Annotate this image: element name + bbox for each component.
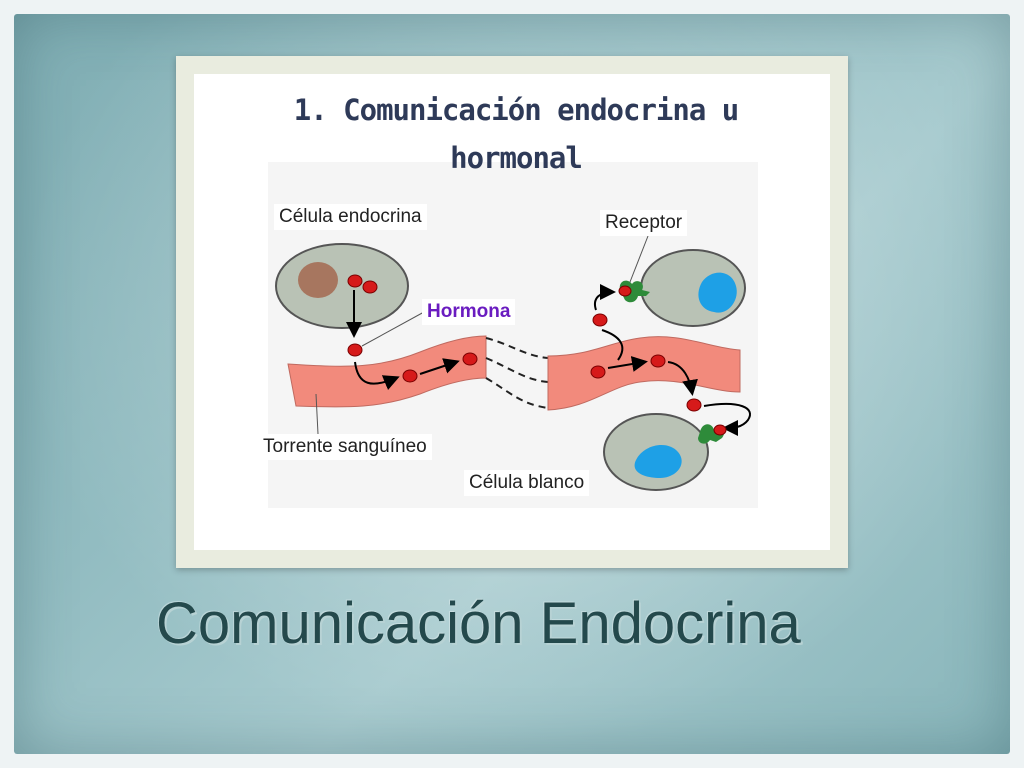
blood-vessel-left bbox=[287, 335, 487, 408]
leader-line-hormone bbox=[361, 311, 425, 347]
hormone-dot bbox=[347, 343, 363, 357]
vessel-dashed-top bbox=[485, 337, 549, 359]
target-nucleus bbox=[698, 272, 737, 313]
blood-vessel-right bbox=[547, 336, 741, 411]
hormone-dot bbox=[618, 285, 632, 297]
diagram-title: 1. Comunicación endocrina u hormonal bbox=[293, 93, 739, 175]
target-cell-bottom bbox=[603, 413, 727, 491]
hormone-dot bbox=[590, 365, 606, 379]
endocrine-cell bbox=[275, 243, 409, 329]
hormone-dot bbox=[686, 398, 702, 412]
label-target-cell: Célula blanco bbox=[464, 470, 590, 496]
exit-arrow-lower bbox=[703, 402, 751, 436]
vessel-dashed-mid1 bbox=[485, 357, 549, 383]
hormone-dot bbox=[402, 369, 418, 383]
slide-title: Comunicación Endocrina bbox=[156, 591, 801, 656]
hormone-dot bbox=[362, 280, 378, 294]
label-endocrine-cell: Célula endocrina bbox=[274, 204, 427, 230]
hormone-dot bbox=[713, 424, 727, 436]
label-bloodstream: Torrente sanguíneo bbox=[258, 434, 432, 460]
hormone-dot bbox=[592, 313, 608, 327]
target-cell-top bbox=[618, 249, 746, 327]
hormone-dot bbox=[650, 354, 666, 368]
label-receptor: Receptor bbox=[600, 210, 688, 236]
exit-arrow-upper bbox=[601, 329, 624, 361]
label-hormone: Hormona bbox=[422, 299, 516, 325]
endocrine-nucleus bbox=[298, 262, 338, 298]
flow-arrow bbox=[607, 356, 648, 372]
leader-line-bloodstream bbox=[315, 393, 319, 435]
exit-arrow-upper-2 bbox=[594, 284, 616, 311]
hormone-dot bbox=[347, 274, 363, 288]
target-nucleus bbox=[634, 445, 682, 478]
flow-arrow bbox=[354, 361, 400, 390]
flow-arrow bbox=[419, 358, 460, 375]
hormone-dot bbox=[462, 352, 478, 366]
flow-arrow bbox=[667, 361, 698, 396]
leader-line-receptor bbox=[629, 235, 649, 283]
vessel-dashed-bottom bbox=[485, 377, 549, 409]
